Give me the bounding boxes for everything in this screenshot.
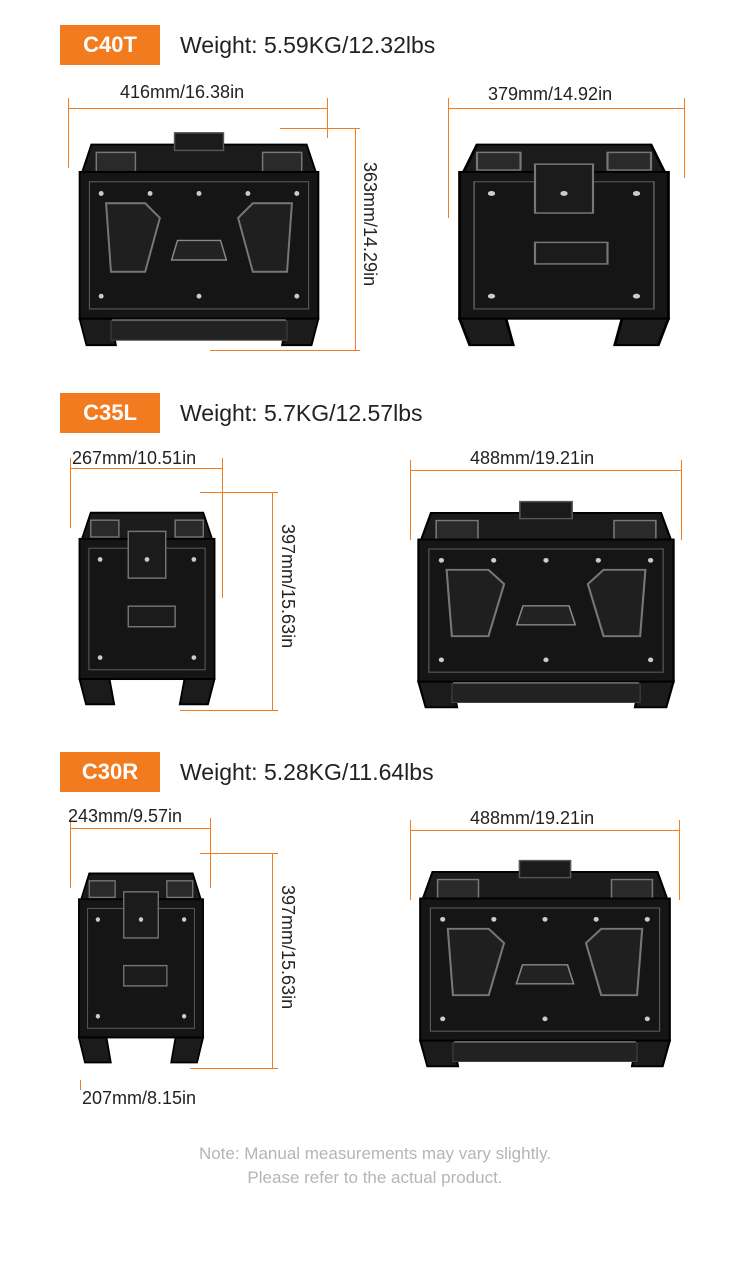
measurement-note: Note: Manual measurements may vary sligh…: [0, 1142, 750, 1190]
dimension-line: [68, 108, 328, 109]
model-badge: C30R: [60, 752, 160, 792]
note-line-1: Note: Manual measurements may vary sligh…: [198, 1144, 552, 1163]
dimension-tick: [180, 710, 278, 711]
dimension-line: [448, 108, 685, 109]
dimension-tick: [410, 460, 411, 540]
side-depth-label: 243mm/9.57in: [68, 806, 183, 826]
front-width-label: 488mm/19.21in: [470, 808, 595, 828]
note-line-2: Please refer to the actual product.: [247, 1168, 503, 1187]
dimension-tick: [280, 128, 360, 129]
dimension-line: [272, 853, 273, 1069]
weight-label: Weight: 5.28KG/11.64lbs: [180, 759, 434, 785]
dimension-tick: [70, 818, 71, 888]
dimension-tick: [684, 98, 685, 178]
dimension-line: [70, 468, 223, 469]
dimension-line: [355, 128, 356, 350]
dimension-tick: [410, 820, 411, 900]
front-width-label: 416mm/16.38in: [120, 82, 245, 102]
model-badge: C40T: [60, 25, 160, 65]
dimension-tick: [679, 820, 680, 900]
dimension-line: [410, 830, 680, 831]
model-section-c30r: C30R Weight: 5.28KG/11.64lbs 243mm/9.57i…: [60, 752, 680, 1108]
dimension-tick: [70, 458, 71, 528]
height-label: 397mm/15.63in: [278, 885, 298, 1010]
front-view-case-c30r: [412, 853, 678, 1071]
bottom-depth-label: 207mm/8.15in: [82, 1088, 197, 1108]
dimension-line: [272, 492, 273, 710]
dimension-line: [80, 1080, 81, 1090]
weight-label: Weight: 5.59KG/12.32lbs: [180, 32, 436, 58]
dimension-tick: [200, 492, 278, 493]
dimension-tick: [210, 350, 360, 351]
front-width-label: 488mm/19.21in: [470, 448, 595, 468]
dimension-tick: [681, 460, 682, 540]
dimension-tick: [327, 98, 328, 138]
dimension-tick: [222, 458, 223, 598]
dimension-tick: [190, 1068, 278, 1069]
dimension-tick: [200, 853, 278, 854]
side-depth-label: 379mm/14.92in: [488, 84, 613, 104]
dimension-line: [410, 470, 682, 471]
dimension-tick: [448, 98, 449, 218]
model-section-c40t: C40T Weight: 5.59KG/12.32lbs 416mm/16.38…: [0, 0, 750, 380]
weight-label: Weight: 5.7KG/12.57lbs: [180, 400, 423, 426]
model-section-c35l: C35L Weight: 5.7KG/12.57lbs 267mm/10.51i…: [60, 393, 682, 711]
dimension-line: [70, 828, 211, 829]
model-badge: C35L: [60, 393, 160, 433]
side-view-case-c30r: [72, 855, 210, 1067]
dimension-tick: [68, 98, 69, 168]
side-depth-label: 267mm/10.51in: [72, 448, 197, 468]
